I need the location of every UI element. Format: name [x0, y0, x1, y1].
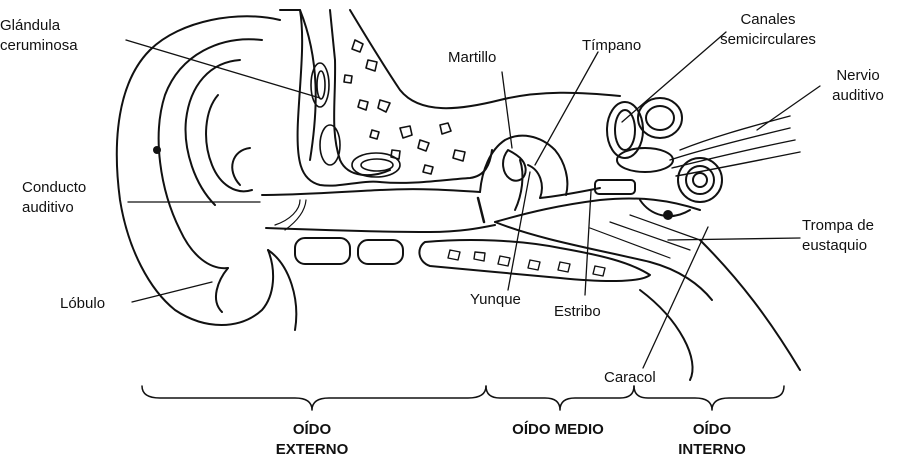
section-oido-externo: OÍDO EXTERNO — [262, 420, 362, 460]
auditory-nerve-drawing — [670, 116, 800, 176]
label-estribo: Estribo — [554, 302, 601, 322]
leader-lines — [126, 32, 820, 368]
label-yunque: Yunque — [470, 290, 521, 310]
label-lobulo: Lóbulo — [60, 294, 105, 314]
label-canales-semicirculares: Canales semicirculares — [708, 10, 828, 50]
section-oido-medio: OÍDO MEDIO — [496, 420, 620, 440]
brace-medio — [486, 386, 634, 410]
label-caracol: Caracol — [604, 368, 656, 388]
label-trompa-de-eustaquio: Trompa de eustaquio — [802, 216, 874, 254]
brace-interno — [634, 386, 784, 410]
lower-bone-drawing — [419, 240, 650, 281]
label-conducto-auditivo: Conducto auditivo — [22, 178, 86, 218]
section-oido-interno: OÍDO INTERNO — [664, 420, 760, 460]
temporal-bone-drawing — [280, 10, 620, 186]
label-martillo: Martillo — [448, 48, 496, 68]
middle-ear-drawing — [478, 136, 712, 300]
pinna-drawing — [117, 16, 280, 325]
section-braces — [142, 386, 784, 410]
label-nervio-auditivo: Nervio auditivo — [818, 66, 898, 106]
label-glandula-ceruminosa: Glándula ceruminosa — [0, 16, 78, 56]
brace-externo — [142, 386, 486, 410]
label-timpano: Tímpano — [582, 36, 641, 56]
